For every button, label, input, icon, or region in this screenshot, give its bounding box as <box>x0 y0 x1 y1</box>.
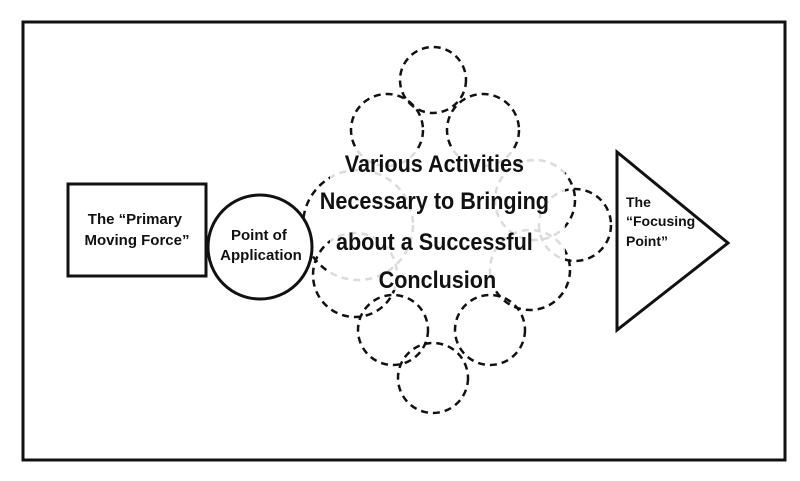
svg-text:The “Primary Moving Force”: The “Primary Moving Force” <box>84 211 189 249</box>
activities-line-2: Necessary to Bringing <box>320 187 549 214</box>
activity-circle <box>445 92 521 168</box>
svg-text:The “Focusing Point”: The “Focusing Point” <box>626 194 699 249</box>
activity-circle <box>349 92 425 168</box>
point-of-application-circle <box>206 193 314 301</box>
activity-circle <box>396 341 470 415</box>
activity-circle <box>453 293 527 367</box>
activity-circle <box>398 45 468 115</box>
svg-text:Various Activities Necessa: Various Activities Necessary to Bringing… <box>320 150 555 293</box>
svg-text:Point of Application: Point of Application <box>220 227 302 264</box>
outer-frame <box>21 20 787 462</box>
focusing-point-line-3: Point” <box>626 233 668 249</box>
primary-moving-force-box <box>66 182 208 278</box>
focusing-point-line-2: “Focusing <box>626 213 695 229</box>
point-of-application-line-1: Point of <box>231 227 288 244</box>
point-of-application-line-2: Application <box>220 247 302 264</box>
focusing-point-arrow <box>615 148 731 334</box>
activity-circle <box>356 293 430 367</box>
activities-line-3: about a Successful <box>336 228 533 255</box>
focusing-point-line-1: The <box>626 194 651 210</box>
primary-force-line-2: Moving Force” <box>84 232 189 249</box>
activities-line-1: Various Activities <box>345 150 524 177</box>
activities-line-4: Conclusion <box>379 266 497 293</box>
primary-force-line-1: The “Primary <box>88 211 183 228</box>
